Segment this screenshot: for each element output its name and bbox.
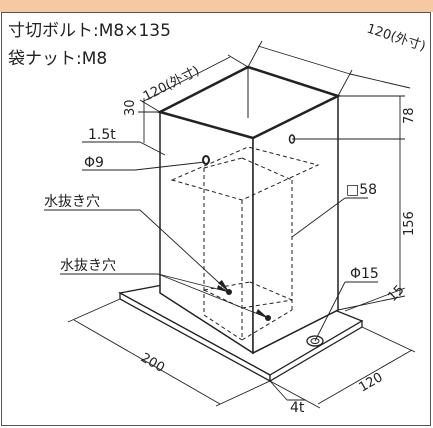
label-15: 15 [385,283,407,305]
dimension-lines [44,40,416,409]
nut-spec: 袋ナット:M8 [8,49,107,69]
label-plate-4t: 4t [290,400,305,416]
label-square-58: □58 [346,182,377,198]
header-bar [0,0,433,12]
diagram-border [1,12,431,426]
label-drain-hole-1: 水抜き穴 [44,194,100,210]
label-thickness: 1.5t [88,127,116,143]
dim-30: 30 [123,99,138,116]
dim-base-120: 120 [357,370,386,395]
bolt-spec: 寸切ボルト:M8×135 [8,21,171,41]
dim-top-right-120: 120(外寸) [365,22,428,55]
dim-156: 156 [402,211,417,236]
label-phi9: Φ9 [84,155,104,171]
label-phi15: Φ15 [350,266,379,282]
arrowheads [217,280,268,318]
dim-base-200: 200 [138,350,167,375]
dim-78: 78 [402,107,417,124]
label-drain-hole-2: 水抜き穴 [60,258,116,274]
inner-post-hidden [170,146,320,341]
